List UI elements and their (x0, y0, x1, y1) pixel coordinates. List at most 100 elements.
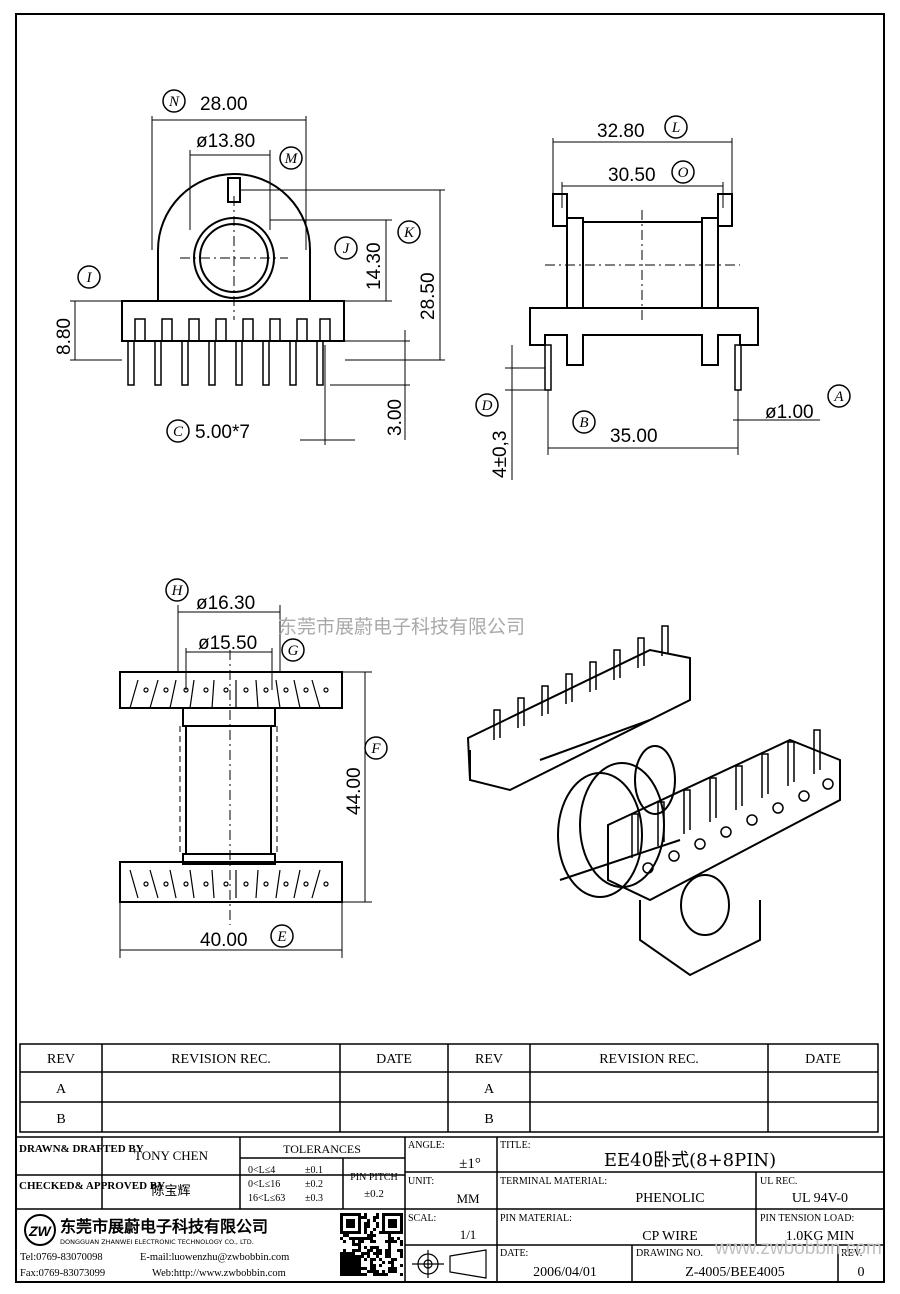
company-name-en: DONGGUAN ZHANWEI ELECTRONIC TECHNOLOGY C… (60, 1238, 254, 1246)
site-watermark: www.zwbobbin.com (714, 1238, 882, 1259)
tag-circle-f (364, 736, 388, 760)
dim-M: ø13.80 (196, 131, 255, 152)
revision-header-1: REVISION REC. (171, 1052, 271, 1067)
dim-I: 8.80 (54, 318, 75, 355)
tag-circle-n (162, 89, 186, 113)
tag-label-k: K (403, 225, 415, 241)
tag-circle-i (77, 265, 101, 289)
drawing-no-value: Z-4005/BEE4005 (685, 1265, 785, 1280)
dim-B: 35.00 (610, 426, 658, 447)
date-label: DATE: (500, 1248, 528, 1259)
drawing-no-label: DRAWING NO. (636, 1248, 703, 1259)
tag-label-f: F (370, 741, 381, 757)
rev-row-a-right: A (484, 1082, 495, 1097)
rev-header-1: REV (47, 1052, 75, 1067)
dim-G: ø15.50 (198, 633, 257, 654)
dim-C: 5.00*7 (195, 422, 250, 443)
tol-range-2: 0<L≤16 (248, 1179, 280, 1190)
projection-symbol (412, 1249, 487, 1279)
dim-J: 14.30 (364, 242, 385, 290)
company-name-cn: 东莞市展蔚电子科技有限公司 (60, 1217, 268, 1236)
tag-circle-o (671, 160, 695, 184)
drawn-value: TONY CHEN (134, 1148, 209, 1163)
rev-row-b-left: B (56, 1112, 65, 1127)
tag-circle-a (827, 384, 851, 408)
revision-table (19, 1043, 879, 1133)
title-label: TITLE: (500, 1140, 531, 1151)
front-view-labels: 28.00 ø13.80 28.50 14.30 8.80 5.00*7 3.0… (54, 94, 439, 443)
isometric-view (466, 625, 841, 977)
pin-material-value: CP WIRE (642, 1229, 698, 1244)
company-web: Web:http://www.zwbobbin.com (152, 1268, 286, 1279)
bottom-view-labels: ø16.30 ø15.50 44.00 40.00 (196, 593, 365, 951)
tol-range-3: 16<L≤63 (248, 1193, 285, 1204)
angle-value: ±1° (459, 1156, 481, 1172)
title-value: EE40卧式(8+8PIN) (604, 1150, 776, 1171)
ul-value: UL 94V-0 (792, 1191, 848, 1206)
svg-text:ZW: ZW (28, 1223, 53, 1239)
rev-label: REV. (841, 1248, 862, 1259)
tag-circle-k (397, 220, 421, 244)
dim-A: ø1.00 (765, 402, 814, 423)
pin-tension-value: 1.0KG MIN (786, 1229, 854, 1244)
dim-H: ø16.30 (196, 593, 255, 614)
angle-label: ANGLE: (408, 1140, 445, 1151)
tag-circle-b (572, 410, 596, 434)
pin-material-label: PIN MATERIAL: (500, 1213, 572, 1224)
qr-code (340, 1213, 403, 1276)
dim-O: 30.50 (608, 165, 656, 186)
tag-label-n: N (168, 94, 180, 110)
company-email: E-mail:luowenzhu@zwbobbin.com (140, 1252, 289, 1263)
title-block-grid (15, 1136, 885, 1283)
sheet-border (15, 13, 885, 1283)
tag-circle-c (166, 419, 190, 443)
unit-value: MM (456, 1191, 480, 1206)
tol-value-3: ±0.3 (305, 1193, 323, 1204)
date-header-2: DATE (805, 1052, 841, 1067)
tag-circle-j (334, 236, 358, 260)
tag-label-b: B (579, 415, 588, 431)
rev-header-2: REV (475, 1052, 503, 1067)
revision-header-2: REVISION REC. (599, 1052, 699, 1067)
front-view (70, 116, 445, 445)
drawn-label: DRAWN& DRAFTED BY (19, 1143, 144, 1155)
rev-row-a-left: A (56, 1082, 67, 1097)
dim-L: 32.80 (597, 121, 645, 142)
pin-pitch-value: ±0.2 (364, 1188, 384, 1200)
tag-label-h: H (171, 583, 184, 599)
ul-label: UL REC. (760, 1176, 797, 1187)
checked-value: 陈宝辉 (151, 1183, 190, 1199)
tag-label-l: L (671, 120, 680, 136)
side-view-labels: 32.80 30.50 4±0,3 35.00 ø1.00 (490, 121, 814, 478)
watermark-company: 东莞市展蔚电子科技有限公司 (278, 616, 525, 638)
tag-circle-m (279, 146, 303, 170)
bottom-view (119, 605, 372, 958)
dim-D: 4±0,3 (490, 431, 511, 478)
dim-N: 28.00 (200, 94, 248, 115)
tag-label-o: O (678, 165, 689, 181)
tag-label-j: J (343, 241, 351, 257)
dim-K: 28.50 (418, 272, 439, 320)
scale-value: 1/1 (460, 1227, 477, 1242)
tag-label-g: G (288, 643, 299, 659)
checked-label: CHECKED& APPROVED BY (19, 1180, 165, 1192)
date-header-1: DATE (376, 1052, 412, 1067)
tolerances-label: TOLERANCES (283, 1142, 361, 1156)
tag-label-e: E (276, 929, 286, 945)
company-logo: ZW (24, 1214, 56, 1246)
tag-label-i: I (86, 270, 93, 286)
tag-circle-l (664, 115, 688, 139)
dim-F: 44.00 (344, 767, 365, 815)
side-view (505, 138, 820, 480)
revision-table-text: REV REVISION REC. DATE REV REVISION REC.… (47, 1052, 841, 1127)
company-tel: Tel:0769-83070098 (20, 1252, 103, 1263)
company-fax: Fax:0769-83073099 (20, 1268, 105, 1279)
unit-label: UNIT: (408, 1176, 434, 1187)
rev-row-b-right: B (484, 1112, 493, 1127)
dim-pin-length: 3.00 (385, 399, 406, 436)
tag-circle-e (270, 924, 294, 948)
pin-pitch-label: PIN PITCH (350, 1172, 398, 1183)
tag-circle-h (165, 578, 189, 602)
